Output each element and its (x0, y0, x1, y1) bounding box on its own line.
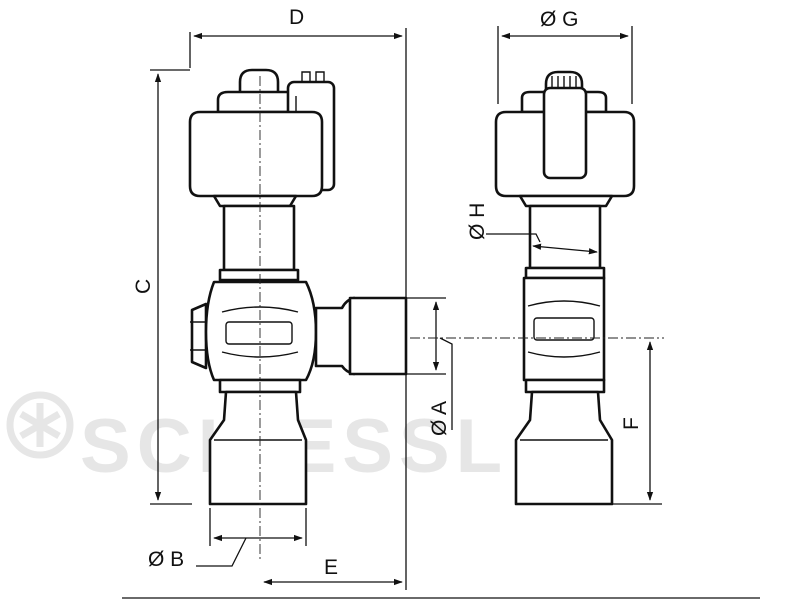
front-upper-collar (524, 266, 606, 280)
front-connector (542, 86, 588, 180)
label-a: Ø A (428, 401, 451, 436)
side-outlet (348, 296, 408, 376)
label-e: E (324, 556, 338, 579)
front-body-window (533, 317, 595, 341)
label-f: F (620, 417, 643, 430)
front-valve-body (522, 276, 606, 382)
side-nut (190, 302, 208, 370)
dimension-h-line (532, 243, 598, 255)
coil-cap (238, 68, 280, 96)
lower-outlet (208, 390, 308, 506)
connector-pins (301, 71, 325, 82)
dimension-labels: D Ø G C Ø H Ø A F Ø B E (132, 6, 643, 579)
armature-tube (222, 204, 296, 272)
valve-body (204, 280, 318, 382)
side-outlet-neck (314, 296, 356, 376)
coil-foot (212, 194, 298, 208)
front-coil-foot (518, 194, 614, 208)
snowflake-logo-icon (6, 391, 74, 459)
dimensions (122, 26, 760, 599)
valve-front-view (494, 70, 636, 506)
label-c: C (132, 279, 155, 294)
body-window (225, 321, 293, 345)
front-lower-collar (524, 378, 606, 394)
label-b: Ø B (148, 548, 184, 571)
coil-dome (216, 90, 292, 114)
upper-collar (218, 268, 300, 282)
label-h: Ø H (466, 203, 489, 240)
label-d: D (289, 6, 304, 29)
coil-body (188, 110, 324, 198)
front-lower-outlet (514, 390, 614, 506)
label-g: Ø G (540, 8, 579, 31)
valve-side-view (188, 68, 408, 560)
front-armature-tube (528, 204, 602, 270)
